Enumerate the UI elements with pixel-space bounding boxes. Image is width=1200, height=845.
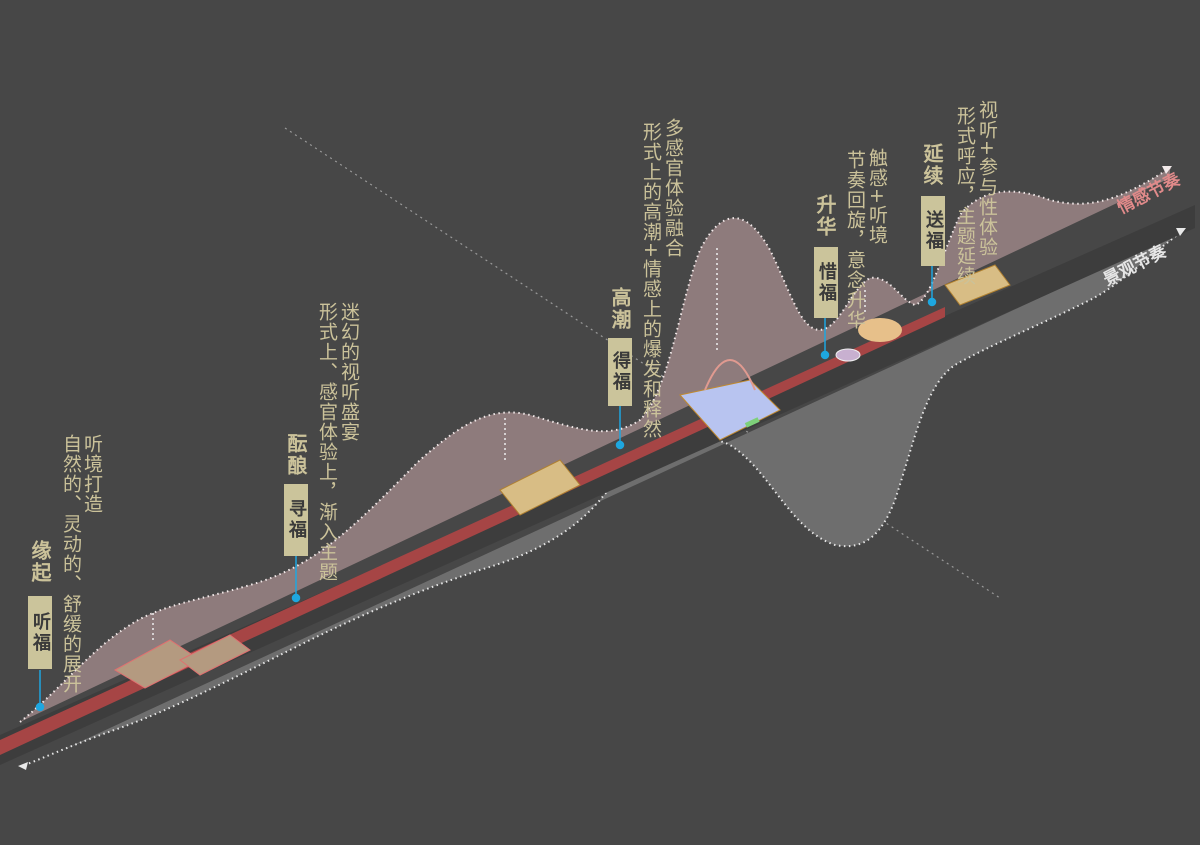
stage-tag-tingfu: 听福 [28,596,52,669]
stage-desc-sub: 节奏回旋，意念升华 [844,150,866,330]
stage-tag-xunfu: 寻福 [284,484,308,556]
emotion-rhythm-area [20,168,1170,722]
guide-line [284,127,1001,599]
stage-desc-main: 多感官体验融合 [662,118,684,258]
stage-title-yunniang: 酝酿 [284,433,308,477]
emotion-arrow-head [1162,166,1172,174]
stage-desc-main: 触感+听境 [866,148,888,245]
stage-tag-songfu: 送福 [921,196,945,266]
road-band [0,205,1195,765]
rise-arrows [152,245,866,640]
stage-tag-xifu: 惜福 [814,247,838,318]
stage-desc-sub: 形式呼应，主题延续 [954,106,976,286]
landscape-arrow-head [1176,228,1186,236]
stage-tag-defu: 得福 [608,338,632,406]
stage-markers [35,266,937,712]
stage-title-shenghua: 升华 [813,194,837,238]
stage-desc-main: 迷幻的视听盛宴 [338,302,360,442]
pavilion-structures [113,264,1011,689]
stage-desc-sub: 自然的、灵动的、舒缓的展开 [60,434,82,694]
stage-desc-sub: 形式上的高潮+情感上的爆发和释然 [640,122,662,439]
start-arrow-head [18,762,28,770]
stage-title-yuanqi: 缘起 [28,540,52,584]
stage-desc-main: 视听+参与性体验 [976,100,998,257]
stage-title-gaochao: 高潮 [608,287,632,331]
stage-desc-sub: 形式上、感官体验上，渐入主题 [316,302,338,582]
stage-desc-main: 听境打造 [81,434,103,514]
red-path [0,307,945,755]
stage-title-yanxu: 延续 [920,143,944,187]
landscape-rhythm-area [30,233,1180,765]
